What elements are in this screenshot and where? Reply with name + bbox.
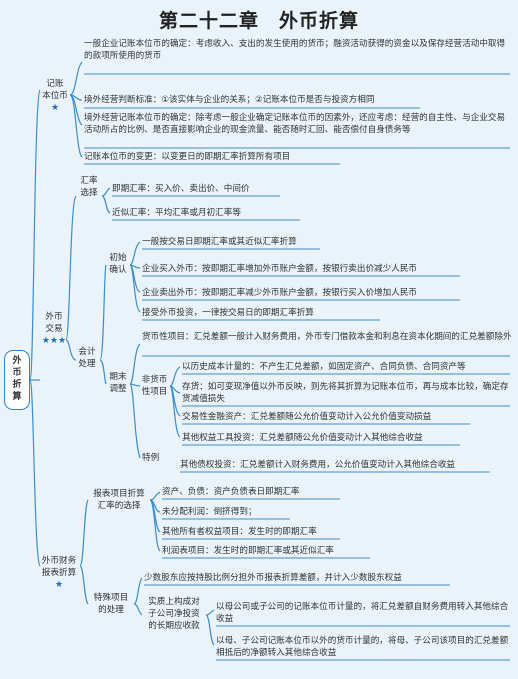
node-label: 非货币 — [141, 375, 168, 385]
node-label: 实质上构成对 — [148, 597, 200, 607]
node-foreign-transaction: 外币 交易 ★★★ — [38, 311, 70, 347]
node-label: 汇率的选择 — [97, 501, 141, 511]
a-item-2: 境外经营判断标准：①该实体与企业的关系；②记账本位币是否与投资方相同 — [84, 95, 375, 105]
nonmon-item-1: 以历史成本计量的：不产生汇兑差额，如固定资产、合同负债、合同资产等 — [182, 362, 466, 372]
node-label: 处理 — [78, 359, 96, 369]
node-label: 性项目 — [141, 387, 168, 397]
net-item-2: 以母、子公司记账本位币以外的货币计量的，将母、子公司该项目的汇兑差额相抵后的净额… — [216, 636, 509, 658]
monetary-item: 货币性项目：汇兑差额一般计入财务费用，外币专门借款本金和利息在资本化期间的汇兑差… — [142, 332, 512, 342]
a-item-4: 记账本位币的变更：以变更日的即期汇率折算所有项目 — [84, 152, 291, 162]
init-item-1: 一般按交易日即期汇率或其近似汇率折算 — [142, 237, 297, 247]
node-rate-choice: 报表项目折算 汇率的选择 — [86, 488, 152, 512]
node-period-end: 期末 调整 — [104, 371, 132, 395]
node-accounting: 会计 处理 — [72, 346, 102, 370]
nonmon-item-3: 交易性金融资产：汇兑差额随公允价值变动计入公允价值变动损益 — [182, 412, 432, 422]
choice-item-4: 利润表项目：发生时的即期汇率或其近似汇率 — [162, 546, 334, 556]
choice-item-3: 其他所有者权益项目：发生时的即期汇率 — [162, 527, 317, 537]
special-case-item: 其他债权投资：汇兑差额计入财务费用，公允价值变动计入其他综合收益 — [180, 460, 456, 470]
choice-item-1: 资产、负债：资产负债表日即期汇率 — [162, 487, 300, 497]
rate-item-1: 即期汇率：买入价、卖出价、中间价 — [112, 184, 250, 194]
node-functional-currency: 记账 本位币 ★ — [38, 78, 72, 114]
node-label: 会计 — [78, 347, 96, 357]
init-item-3: 企业卖出外币：按即期汇率减少外币账户金额，按银行买入价增加人民币 — [142, 288, 418, 298]
node-label: 交易 — [45, 324, 63, 334]
a-item-3: 境外经营记账本位币的确定：除考虑一般企业确定记账本位币的因素外，还应考虑：经营的… — [84, 113, 506, 135]
net-item-1: 以母公司或子公司的记账本位币计量的，将汇兑差额自财务费用转入其他综合收益 — [216, 602, 509, 624]
rate-item-2: 近似汇率：平均汇率或月初汇率等 — [112, 208, 241, 218]
choice-item-2: 未分配利润：倒挤得到； — [162, 507, 257, 517]
node-special-items: 特殊项目 的处理 — [86, 592, 136, 616]
node-label: 本位币 — [42, 91, 68, 101]
node-label: 的长期应收款 — [148, 621, 200, 631]
node-statement-translation: 外币财务 报表折算 ★ — [36, 555, 82, 591]
star-icon: ★ — [54, 580, 64, 590]
node-label: 外币 — [45, 312, 63, 322]
nonmon-item-4: 其他权益工具投资：汇兑差额随公允价值变动计入其他综合收益 — [182, 433, 423, 443]
node-initial-recognition: 初始 确认 — [104, 252, 132, 276]
minority-item: 少数股东应按持股比例分担外币报表折算差额，并计入少数股东权益 — [144, 573, 402, 583]
star-icon: ★★★ — [41, 336, 67, 346]
node-label: 初始 — [109, 253, 127, 263]
node-label: 选择 — [80, 188, 98, 198]
a-item-1: 一般企业记账本位币的确定：考虑收入、支出的发生使用的货币；融资活动获得的资金以及… — [84, 39, 506, 61]
node-rate-selection: 汇率 选择 — [74, 175, 104, 199]
init-item-2: 企业买入外币：按即期汇率增加外币账户金额，按银行卖出价减少人民币 — [142, 264, 418, 274]
node-label: 确认 — [109, 265, 127, 275]
node-label: 报表项目折算 — [93, 489, 145, 499]
node-label: 特殊项目 — [93, 593, 129, 603]
node-label: 调整 — [109, 384, 127, 394]
node-label: 记账 — [46, 79, 64, 89]
node-label: 的处理 — [98, 605, 124, 615]
star-icon: ★ — [50, 103, 60, 113]
node-net-investment: 实质上构成对 子公司净投资 的长期应收款 — [140, 596, 208, 632]
node-special-case: 特例 — [142, 453, 160, 463]
page-title: 第二十二章 外币折算 — [158, 10, 359, 32]
node-label: 报表折算 — [41, 568, 77, 578]
node-label: 期末 — [109, 372, 127, 382]
node-nonmonetary: 非货币 性项目 — [137, 374, 172, 398]
nonmon-item-2: 存货：如可变现净值以外币反映，则先将其折算为记账本位币，再与成本比较，确定存货减… — [182, 382, 509, 404]
node-label: 汇率 — [80, 176, 98, 186]
root-node: 外币折算 — [4, 350, 30, 410]
init-item-4: 接受外币投资，一律按交易日的即期汇率折算 — [142, 308, 314, 318]
node-label: 子公司净投资 — [148, 609, 200, 619]
root-label: 外币折算 — [12, 356, 22, 402]
node-label: 外币财务 — [41, 556, 77, 566]
